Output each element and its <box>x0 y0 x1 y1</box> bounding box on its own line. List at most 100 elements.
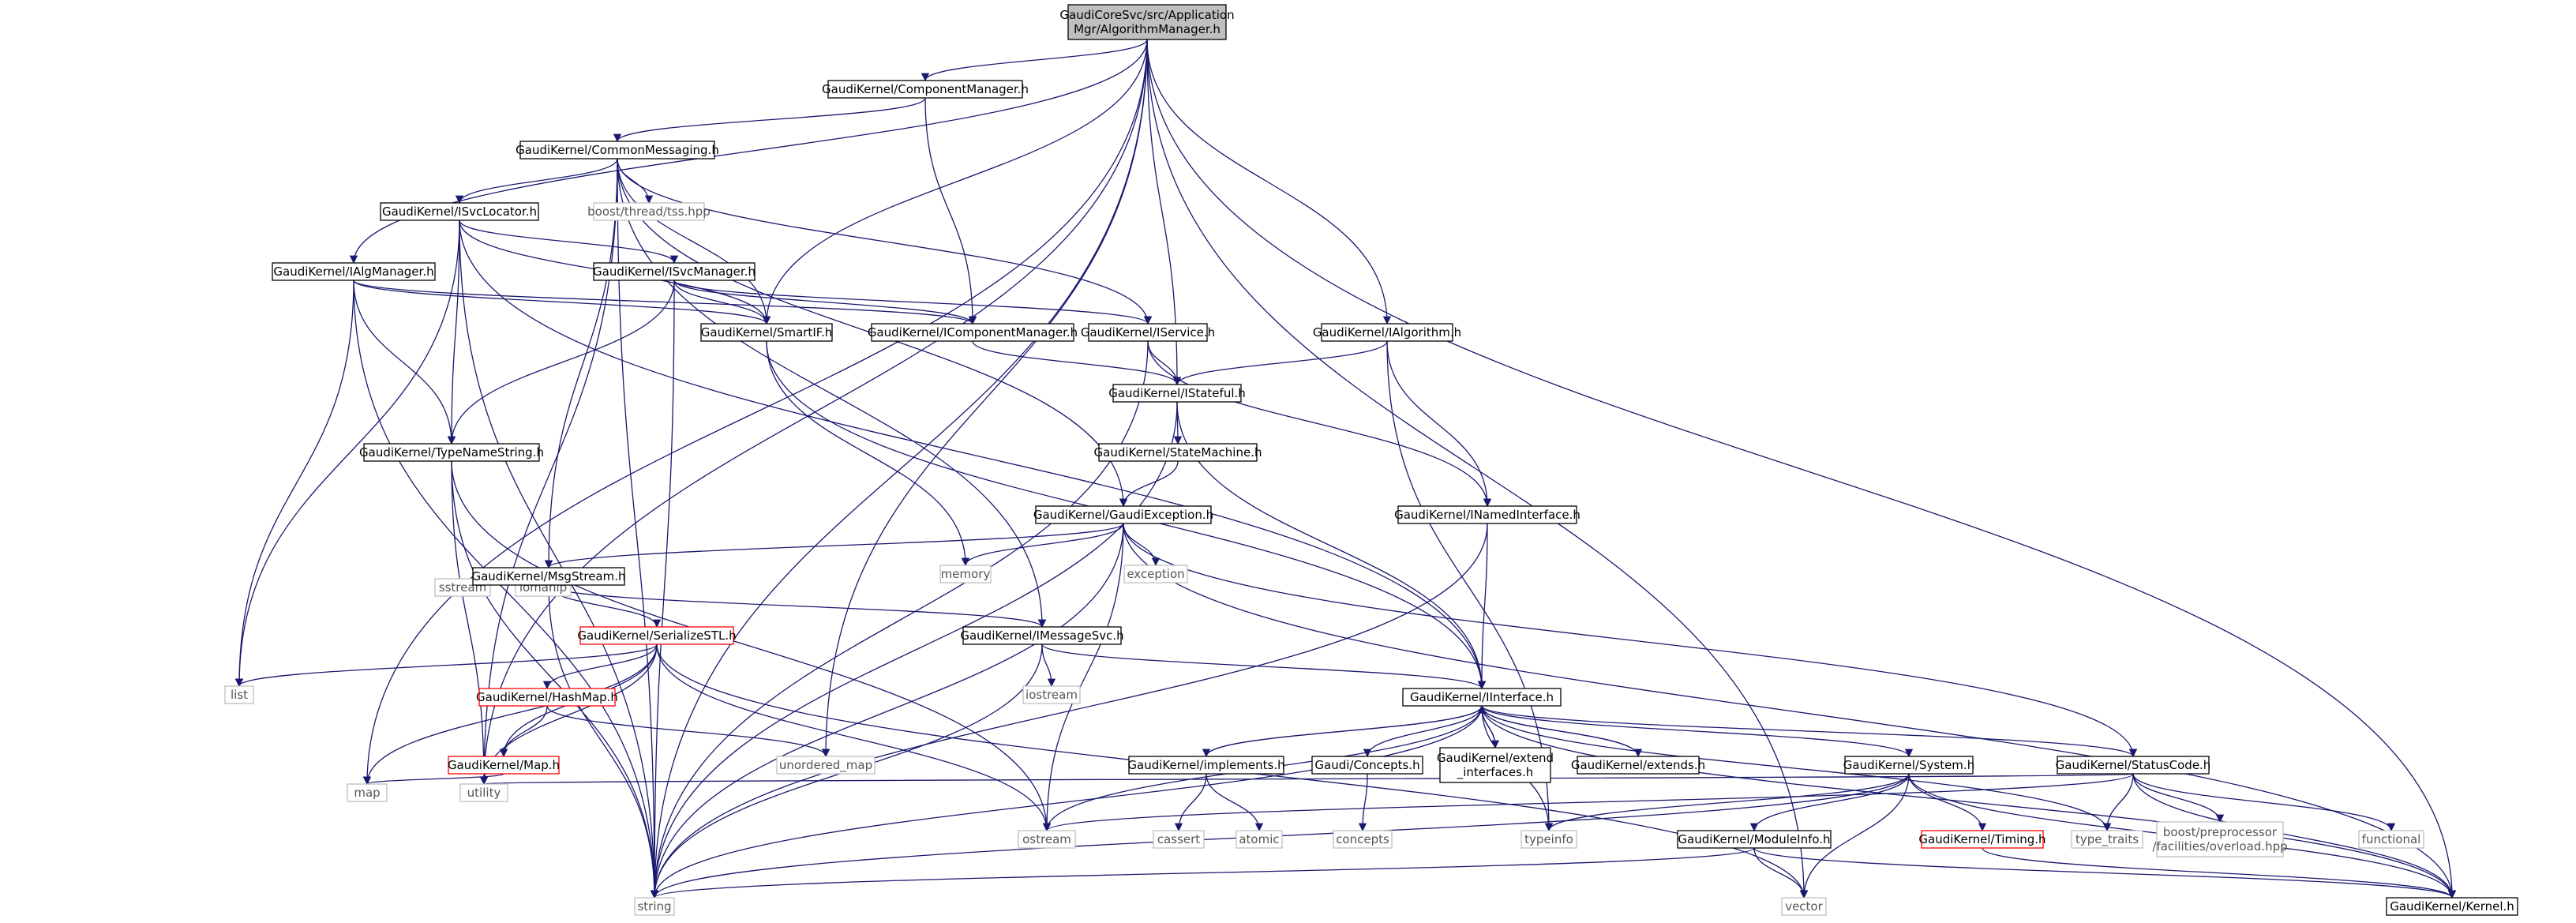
node-kernel[interactable]: GaudiKernel/Kernel.h <box>2386 897 2518 916</box>
node-box <box>1402 688 1562 707</box>
node-box <box>1035 505 1212 524</box>
edge-isvclocator-to-string <box>459 219 659 899</box>
node-box <box>347 783 388 802</box>
node-iinterface[interactable]: GaudiKernel/IInterface.h <box>1402 688 1562 707</box>
node-implements[interactable]: GaudiKernel/implements.h <box>1127 756 1285 775</box>
node-imessagesvc[interactable]: GaudiKernel/IMessageSvc.h <box>960 626 1124 645</box>
node-commonmessaging[interactable]: GaudiKernel/CommonMessaging.h <box>516 141 719 159</box>
node-label: /facilities/overload.hpp <box>2152 839 2287 854</box>
edge-root-to-componentmanager <box>921 39 1148 82</box>
node-box <box>472 567 625 586</box>
edge-moduleinfo-to-string <box>651 847 1755 899</box>
edge-iservice-to-inamedinterface <box>1147 340 1492 508</box>
node-system[interactable]: GaudiKernel/System.h <box>1843 756 1974 775</box>
node-isvclocator[interactable]: GaudiKernel/ISvcLocator.h <box>380 202 539 221</box>
node-box <box>1921 830 2044 849</box>
node-memory: memory <box>939 565 992 583</box>
node-statemachine[interactable]: GaudiKernel/StateMachine.h <box>1094 443 1262 462</box>
node-isvcmanager[interactable]: GaudiKernel/ISvcManager.h <box>593 262 756 281</box>
edge-isvcmanager-to-icomponentmanager <box>673 280 977 325</box>
node-label: iostream <box>1026 688 1078 702</box>
node-maph[interactable]: GaudiKernel/Map.h <box>448 756 560 775</box>
edge-isvclocator-to-list <box>234 219 460 688</box>
node-ialgorithm[interactable]: GaudiKernel/IAlgorithm.h <box>1313 323 1461 342</box>
edge-ialgmanager-to-typenamestring <box>353 280 456 445</box>
node-timing[interactable]: GaudiKernel/Timing.h <box>1918 830 2046 849</box>
node-label: GaudiKernel/IStateful.h <box>1108 386 1246 400</box>
node-componentmanager[interactable]: GaudiKernel/ComponentManager.h <box>822 80 1029 99</box>
edge-isvcmanager-to-iservice <box>673 280 1152 325</box>
node-box <box>1577 756 1700 775</box>
node-box <box>2358 830 2424 849</box>
node-box <box>579 626 734 645</box>
edge-statuscode-to-functional <box>2132 773 2396 832</box>
node-label: list <box>231 688 248 702</box>
edge-typenamestring-to-ostream <box>451 460 1052 832</box>
node-root[interactable]: GaudiCoreSvc/src/ApplicationMgr/Algorith… <box>1059 4 1235 40</box>
node-label: GaudiKernel/Kernel.h <box>2390 899 2514 914</box>
edge-gaudiexception-to-ostream <box>1042 523 1124 832</box>
node-label: GaudiKernel/IAlgManager.h <box>273 265 433 279</box>
edge-statuscode-to-ostream <box>1043 773 2134 832</box>
edge-root-to-utility <box>479 39 1148 786</box>
node-serializestl[interactable]: GaudiKernel/SerializeSTL.h <box>577 626 737 645</box>
edge-system-to-typeinfo <box>1544 773 1910 832</box>
node-statuscode[interactable]: GaudiKernel/StatusCode.h <box>2056 756 2211 775</box>
node-label: GaudiKernel/IService.h <box>1081 325 1215 340</box>
node-label: GaudiKernel/extend <box>1437 751 1554 765</box>
node-label: memory <box>941 567 991 581</box>
edge-gaudiexception-to-msgstream <box>545 523 1124 569</box>
node-smartif[interactable]: GaudiKernel/SmartIF.h <box>700 323 833 342</box>
node-box <box>1439 747 1551 783</box>
node-map: map <box>347 783 388 802</box>
edge-isvclocator-to-typenamestring <box>447 219 460 445</box>
node-msgstream[interactable]: GaudiKernel/MsgStream.h <box>471 567 626 586</box>
node-box <box>871 323 1074 342</box>
node-typenamestring[interactable]: GaudiKernel/TypeNameString.h <box>359 443 544 462</box>
node-moduleinfo[interactable]: GaudiKernel/ModuleInfo.h <box>1677 830 1832 849</box>
node-box <box>1333 830 1393 849</box>
edge-commonmessaging-to-isvclocator <box>455 158 618 204</box>
node-extends[interactable]: GaudiKernel/extends.h <box>1571 756 1705 775</box>
node-inamedinterface[interactable]: GaudiKernel/INamedInterface.h <box>1394 505 1580 524</box>
node-label: map <box>354 786 380 800</box>
node-box <box>1018 830 1076 849</box>
node-label: exception <box>1127 567 1184 581</box>
node-unordered-map: unordered_map <box>776 756 876 775</box>
edge-commonmessaging-to-tss <box>617 158 654 204</box>
node-hashmap[interactable]: GaudiKernel/HashMap.h <box>476 688 618 707</box>
node-box <box>459 783 508 802</box>
edge-root-to-map <box>362 39 1148 786</box>
node-box <box>1311 756 1423 775</box>
node-box <box>1088 323 1208 342</box>
node-istateful[interactable]: GaudiKernel/IStateful.h <box>1108 384 1246 403</box>
node-label: GaudiKernel/CommonMessaging.h <box>516 143 719 157</box>
node-box <box>478 688 616 707</box>
node-box <box>1677 830 1832 849</box>
node-label: concepts <box>1336 832 1389 846</box>
edge-typenamestring-to-string <box>451 460 659 899</box>
edge-iservice-to-string <box>650 340 1149 899</box>
node-gaudiexception[interactable]: GaudiKernel/GaudiException.h <box>1033 505 1213 524</box>
node-concepts[interactable]: Gaudi/Concepts.h <box>1311 756 1423 775</box>
edge-iinterface-to-type-traits <box>1481 705 2112 832</box>
node-box <box>1321 323 1453 342</box>
node-icomponentmanager[interactable]: GaudiKernel/IComponentManager.h <box>868 323 1078 342</box>
node-label: GaudiKernel/SmartIF.h <box>701 325 832 340</box>
node-box <box>2386 897 2518 916</box>
edge-ialgmanager-to-list <box>234 280 354 688</box>
edge-iinterface-to-concepts <box>1363 705 1483 758</box>
edge-hashmap-to-unordered-map <box>546 705 831 758</box>
edge-serializestl-to-hashmap <box>542 643 658 690</box>
node-box <box>224 685 254 704</box>
node-list: list <box>224 685 254 704</box>
edge-inamedinterface-to-string <box>650 523 1488 899</box>
edge-serializestl-to-list <box>234 643 658 688</box>
edge-statuscode-to-type-traits <box>2102 773 2134 832</box>
node-extend-interfaces[interactable]: GaudiKernel/extend_interfaces.h <box>1437 747 1554 783</box>
node-iservice[interactable]: GaudiKernel/IService.h <box>1081 323 1215 342</box>
edge-isvclocator-to-iinterface <box>459 219 1487 690</box>
node-ialgmanager[interactable]: GaudiKernel/IAlgManager.h <box>272 262 436 281</box>
node-label: GaudiKernel/System.h <box>1843 758 1974 772</box>
